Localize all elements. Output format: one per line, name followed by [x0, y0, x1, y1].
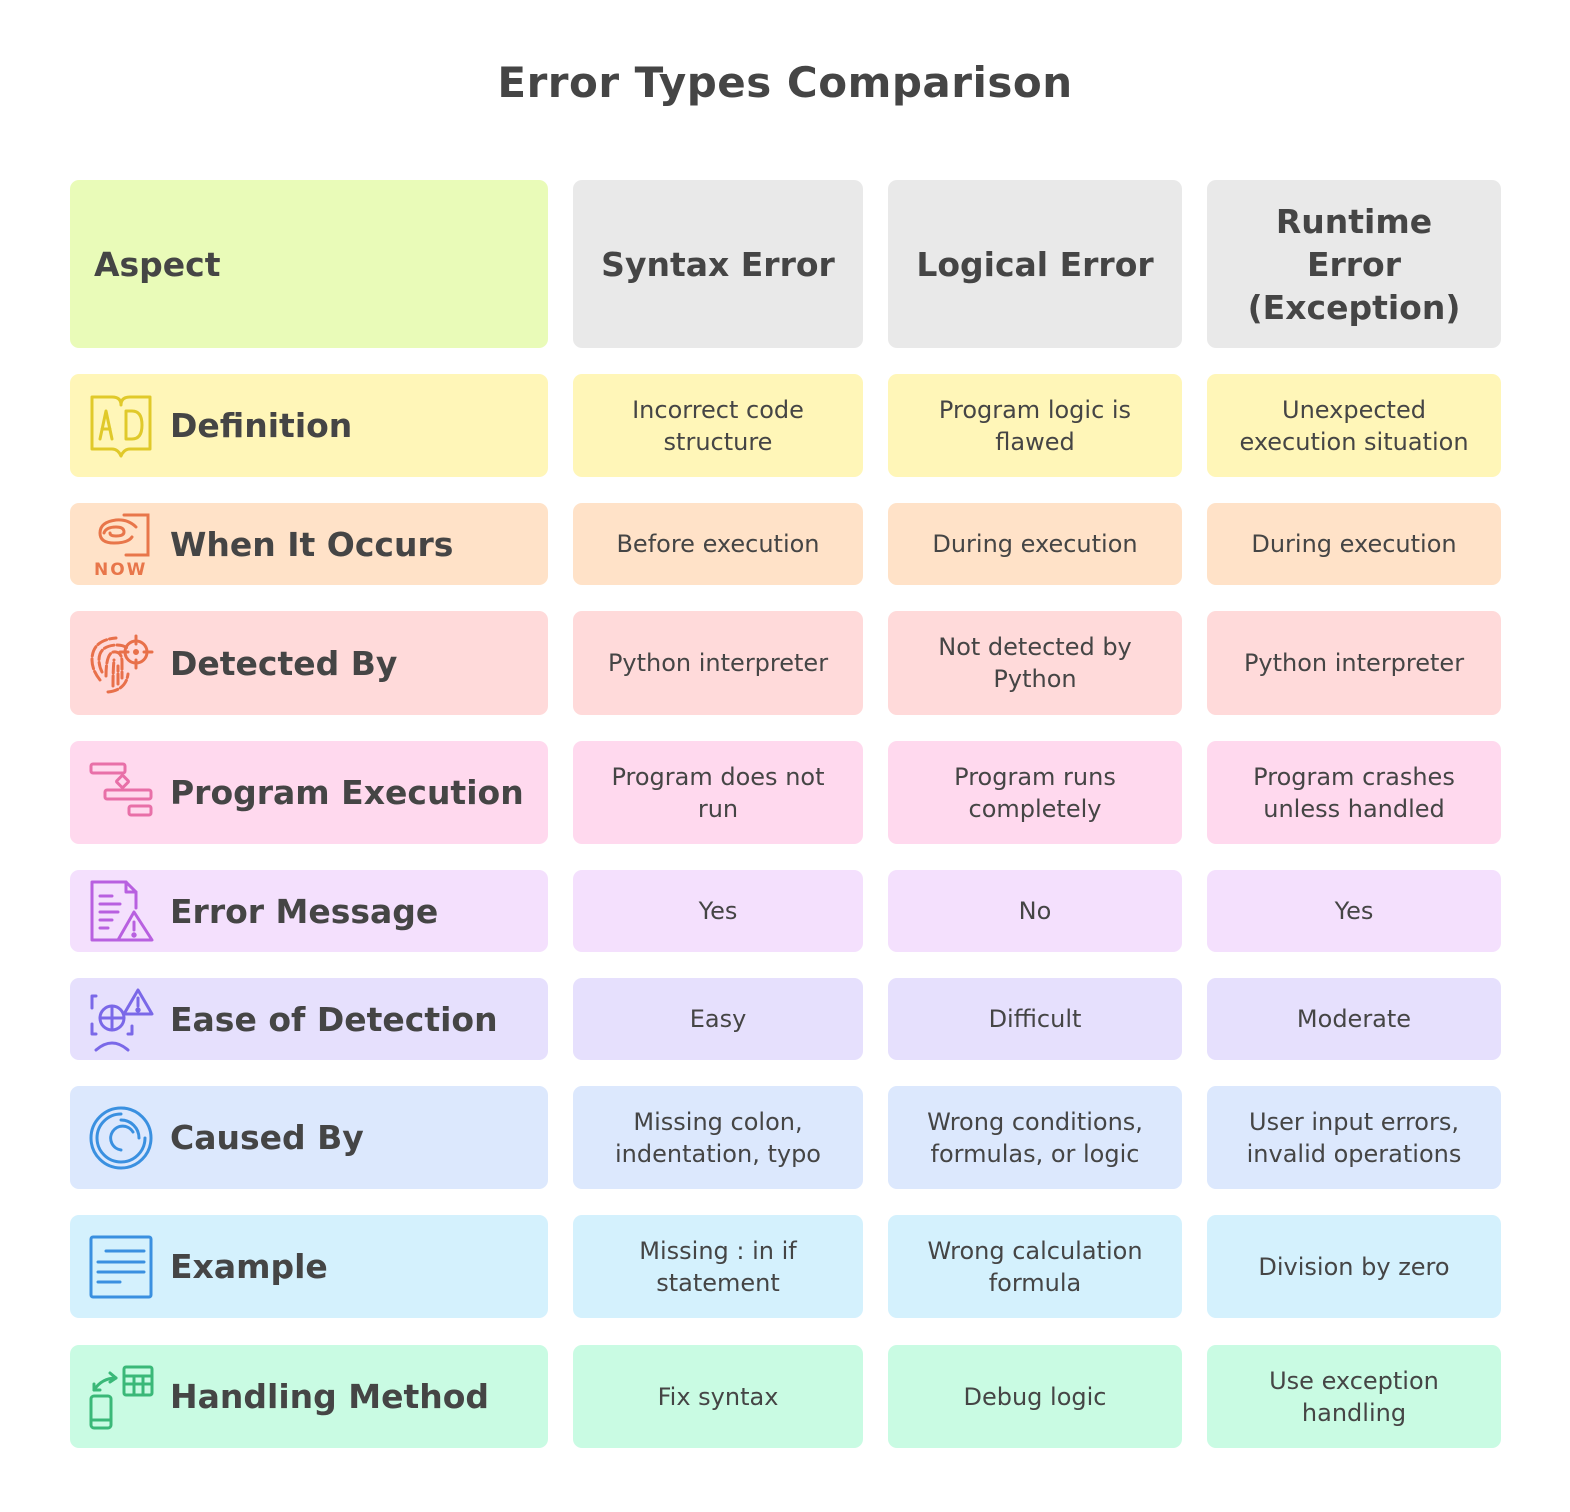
value-text: Easy [689, 1005, 747, 1033]
header-aspect: Aspect [70, 180, 548, 348]
value-text: Wrong calculation formula [927, 1236, 1143, 1297]
header-label: Syntax Error [601, 244, 835, 284]
scan-globe-warning-icon [88, 986, 154, 1052]
value-cell: Not detected by Python [888, 611, 1182, 715]
concentric-circles-icon [88, 1105, 154, 1171]
value-cell: Program does not run [573, 741, 863, 844]
value-cell: Unexpected execution situation [1207, 374, 1501, 477]
flowchart-gantt-icon [88, 760, 154, 826]
header-aspect-label: Aspect [94, 244, 221, 284]
value-text: Wrong conditions, formulas, or logic [927, 1107, 1143, 1168]
value-cell: During execution [1207, 503, 1501, 585]
header-runtime-error: Runtime Error (Exception) [1207, 180, 1501, 348]
value-text: Before execution [616, 530, 820, 558]
header-logical-error: Logical Error [888, 180, 1182, 348]
value-text: Python interpreter [607, 649, 829, 677]
value-text: Unexpected execution situation [1239, 395, 1469, 456]
value-cell: Moderate [1207, 978, 1501, 1060]
value-cell: Division by zero [1207, 1215, 1501, 1318]
header-syntax-error: Syntax Error [573, 180, 863, 348]
value-cell: Python interpreter [1207, 611, 1501, 715]
value-text: Missing colon, indentation, typo [615, 1107, 821, 1168]
aspect-label: Definition [170, 406, 353, 445]
value-cell: Use exception handling [1207, 1345, 1501, 1448]
value-cell: Wrong conditions, formulas, or logic [888, 1086, 1182, 1189]
value-cell: Program crashes unless handled [1207, 741, 1501, 844]
open-book-ad-icon [88, 393, 154, 459]
aspect-error-message: Error Message [70, 870, 548, 952]
value-text: During execution [932, 530, 1138, 558]
aspect-label: Handling Method [170, 1377, 490, 1416]
value-text: Use exception handling [1269, 1366, 1439, 1427]
aspect-program-execution: Program Execution [70, 741, 548, 844]
device-transfer-icon [88, 1364, 154, 1430]
svg-text:NOW: NOW [94, 560, 147, 577]
document-warning-icon [88, 878, 154, 944]
value-cell: User input errors, invalid operations [1207, 1086, 1501, 1189]
aspect-label: Ease of Detection [170, 999, 498, 1039]
value-text: Program crashes unless handled [1253, 762, 1455, 823]
value-text: No [1018, 897, 1052, 925]
value-text: Missing : in if statement [639, 1236, 797, 1297]
aspect-when-it-occurs: NOW When It Occurs [70, 503, 548, 585]
aspect-label: Program Execution [170, 773, 524, 812]
value-cell: Python interpreter [573, 611, 863, 715]
value-cell: During execution [888, 503, 1182, 585]
aspect-label: When It Occurs [170, 524, 454, 564]
value-text: User input errors, invalid operations [1246, 1107, 1462, 1168]
value-cell: No [888, 870, 1182, 952]
value-cell: Easy [573, 978, 863, 1060]
value-cell: Fix syntax [573, 1345, 863, 1448]
value-cell: Incorrect code structure [573, 374, 863, 477]
text-document-icon [88, 1234, 154, 1300]
value-text: Program does not run [611, 762, 825, 823]
value-cell: Yes [1207, 870, 1501, 952]
header-label: Logical Error [916, 244, 1154, 284]
value-text: Python interpreter [1243, 649, 1465, 677]
value-cell: Difficult [888, 978, 1182, 1060]
value-cell: Yes [573, 870, 863, 952]
value-text: Program logic is flawed [938, 395, 1132, 456]
aspect-detected-by: Detected By [70, 611, 548, 715]
value-cell: Before execution [573, 503, 863, 585]
aspect-ease-of-detection: Ease of Detection [70, 978, 548, 1060]
value-text: Not detected by Python [938, 633, 1132, 693]
aspect-example: Example [70, 1215, 548, 1318]
value-text: Moderate [1296, 1005, 1412, 1033]
now-swirl-icon: NOW [88, 511, 154, 577]
value-text: Incorrect code structure [632, 395, 804, 456]
aspect-label: Error Message [170, 891, 439, 931]
value-text: During execution [1251, 530, 1457, 558]
aspect-label: Caused By [170, 1118, 364, 1157]
value-text: Debug logic [963, 1382, 1107, 1411]
value-cell: Wrong calculation formula [888, 1215, 1182, 1318]
aspect-label: Example [170, 1247, 328, 1286]
value-cell: Program logic is flawed [888, 374, 1182, 477]
value-cell: Missing colon, indentation, typo [573, 1086, 863, 1189]
value-cell: Debug logic [888, 1345, 1182, 1448]
value-text: Yes [698, 897, 738, 925]
value-text: Division by zero [1258, 1252, 1450, 1281]
value-text: Fix syntax [657, 1382, 779, 1411]
aspect-label: Detected By [170, 643, 398, 683]
aspect-handling-method: Handling Method [70, 1345, 548, 1448]
value-cell: Program runs completely [888, 741, 1182, 844]
value-text: Program runs completely [954, 762, 1116, 823]
page-title: Error Types Comparison [497, 58, 1073, 107]
value-text: Yes [1334, 897, 1374, 925]
aspect-caused-by: Caused By [70, 1086, 548, 1189]
fingerprint-target-icon [88, 630, 154, 696]
value-text: Difficult [988, 1005, 1082, 1033]
aspect-definition: Definition [70, 374, 548, 477]
value-cell: Missing : in if statement [573, 1215, 863, 1318]
header-label: Runtime Error (Exception) [1247, 201, 1461, 327]
